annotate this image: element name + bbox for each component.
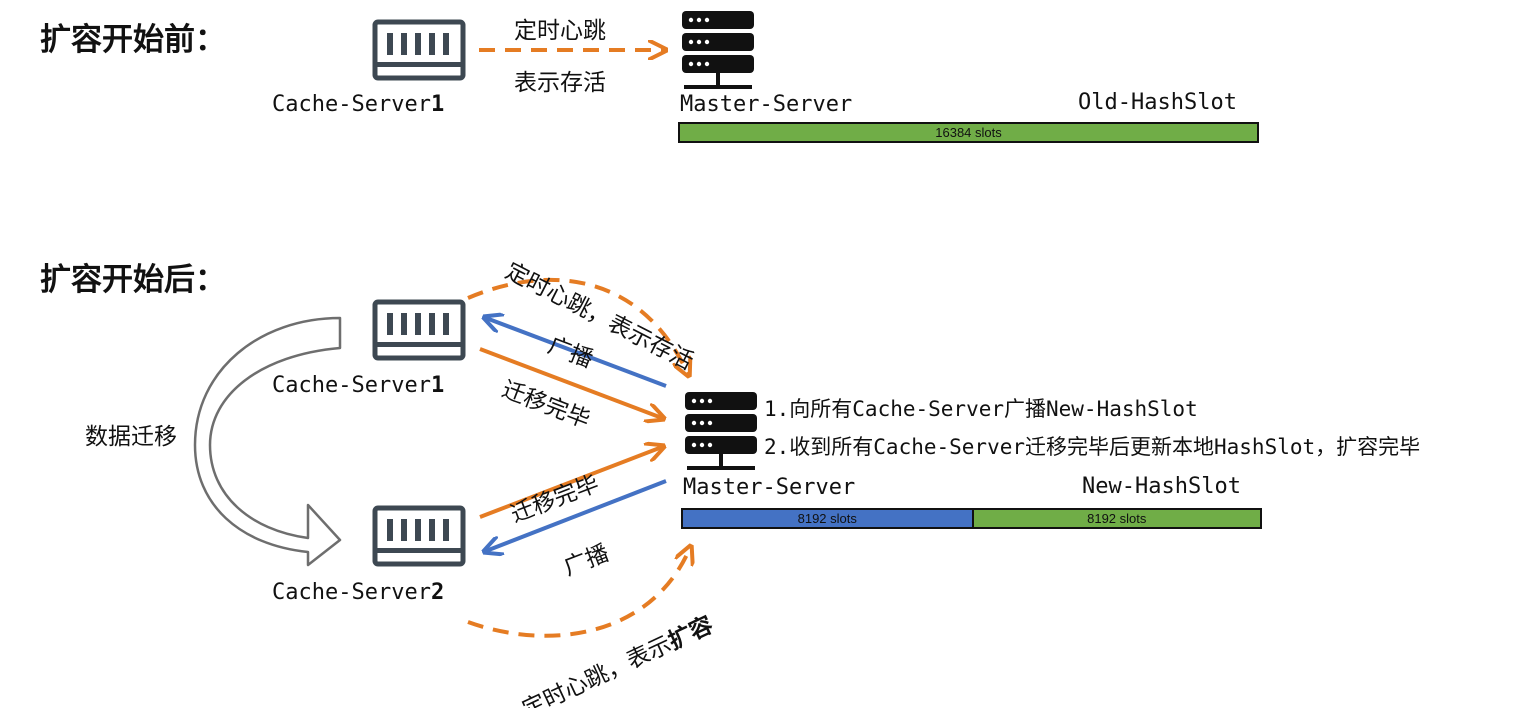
old-hashslot-bar: 16384 slots bbox=[678, 122, 1259, 143]
memory-chip-icon bbox=[375, 508, 463, 564]
master-server-label-after: Master-Server bbox=[683, 475, 856, 500]
new-slot-segment: 8192 slots bbox=[683, 510, 972, 527]
memory-chip-icon bbox=[375, 302, 463, 358]
heartbeat-label-bottom: 表示存活 bbox=[514, 70, 606, 96]
heartbeat-alive-arrow bbox=[467, 277, 688, 374]
heartbeat-label-top: 定时心跳 bbox=[514, 18, 606, 44]
migration-done-arrow-1 bbox=[479, 347, 662, 418]
broadcast-arrow-1 bbox=[486, 318, 667, 388]
server-rack-icon bbox=[682, 11, 754, 89]
migration-done-arrow-2 bbox=[479, 447, 662, 519]
cache-server-2-label: Cache-Server2 bbox=[272, 580, 445, 605]
broadcast-arrow-2 bbox=[486, 479, 667, 551]
memory-chip-icon bbox=[375, 22, 463, 78]
heading-before: 扩容开始前： bbox=[40, 22, 226, 58]
hashslot-label: Old-HashSlot bbox=[1078, 90, 1237, 115]
master-server-label: Master-Server bbox=[680, 92, 853, 117]
step-1-text: 1.向所有Cache-Server广播New-HashSlot bbox=[764, 397, 1198, 421]
cache-server-label: Cache-Server1 bbox=[272, 92, 445, 117]
old-slot-segment: 16384 slots bbox=[680, 124, 1257, 141]
new-hashslot-label: New-HashSlot bbox=[1082, 474, 1241, 499]
heartbeat-expand-arrow bbox=[467, 548, 690, 638]
data-migration-label: 数据迁移 bbox=[85, 424, 177, 450]
heading-after: 扩容开始后： bbox=[40, 262, 226, 298]
cache-server-1-label: Cache-Server1 bbox=[272, 373, 445, 398]
data-migration-arrow bbox=[193, 316, 342, 567]
step-2-text: 2.收到所有Cache-Server迁移完毕后更新本地HashSlot，扩容完毕 bbox=[764, 435, 1421, 459]
new-slot-segment: 8192 slots bbox=[971, 510, 1260, 527]
server-rack-icon bbox=[685, 392, 757, 470]
